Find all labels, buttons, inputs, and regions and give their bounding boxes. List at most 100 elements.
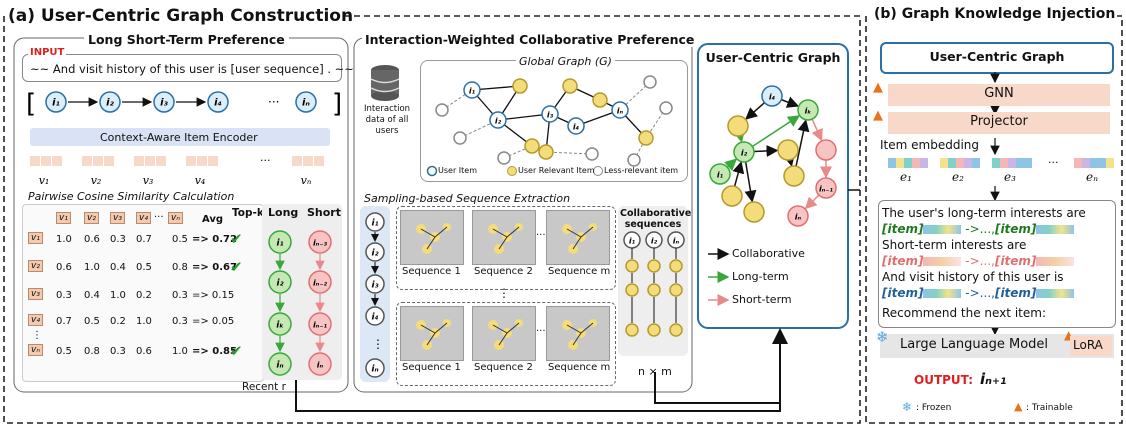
matrix-cell: 0.4	[84, 290, 100, 301]
long-node	[268, 352, 292, 376]
long-short-title: Long Short-Term Preference	[84, 32, 289, 47]
sequence-label: Sequence 2	[474, 266, 533, 277]
output-value: iₙ₊₁	[980, 370, 1007, 388]
seq-column-item	[365, 212, 385, 232]
embedding-cell	[992, 158, 1000, 168]
matrix-cell: 0.6	[84, 234, 100, 245]
frozen-label: : Frozen	[916, 403, 952, 413]
item-bar	[1036, 225, 1075, 234]
matrix-col-header: v₂	[84, 212, 99, 224]
n-by-m: n × m	[638, 365, 672, 378]
node-label: iₙ₋₂	[313, 279, 328, 288]
embedding-cell	[1090, 158, 1098, 168]
node-label: i₃	[547, 111, 554, 120]
collab-item	[647, 283, 661, 297]
collab-item	[669, 323, 683, 337]
ucg-node	[733, 141, 755, 163]
node-label: i₂	[276, 279, 283, 289]
vector-cell	[303, 156, 313, 166]
ucg-node	[797, 99, 819, 121]
node-label: iₙ	[317, 361, 324, 370]
ucg-legend-long: Long-term	[732, 270, 789, 283]
node-label: iₖ	[805, 107, 812, 116]
graph-edge	[545, 151, 593, 155]
node-label: iₙ	[795, 213, 802, 222]
prompt-line2-items: [item] ->...,[item]	[882, 254, 1075, 268]
matrix-avg: => 0.67	[192, 262, 237, 273]
node-label: iₙ	[371, 365, 378, 375]
sequence-item	[153, 91, 175, 113]
node-label: i₃	[160, 98, 168, 109]
ucg-edge	[753, 144, 779, 157]
matrix-cell: 0.2	[136, 290, 152, 301]
ucg-edge	[724, 158, 737, 171]
global-graph-label: Global Graph (G)	[516, 55, 615, 68]
graph-relevant-item	[592, 92, 608, 108]
avg-header: Avg	[202, 214, 224, 225]
database-icon	[370, 65, 400, 101]
matrix-avg: => 0.15	[192, 290, 235, 301]
fire-icon: ▲	[1064, 328, 1074, 342]
collab-item	[669, 259, 683, 273]
embedding-cell	[940, 158, 948, 168]
sequence-label: Sequence 2	[474, 362, 533, 373]
mini-graph	[400, 210, 464, 265]
collab-item	[647, 259, 661, 273]
embedding-cell	[956, 158, 964, 168]
matrix-col-header: vₙ	[168, 212, 183, 224]
matrix-cell: 0.5	[172, 234, 188, 245]
item-tag: [item]	[994, 222, 1037, 236]
fire-icon: ▲	[873, 108, 883, 123]
vector-cell	[134, 156, 144, 166]
graph-legend-icons	[426, 165, 603, 177]
ucg-node	[721, 185, 743, 207]
node-label: i₁	[717, 171, 724, 180]
node-label: i₄	[214, 98, 222, 109]
graph-less-relevant	[497, 151, 511, 165]
graph-less-relevant	[585, 147, 599, 161]
embedding-cell	[1008, 158, 1016, 168]
ucg-edge	[732, 161, 745, 187]
seq-box-top	[396, 206, 616, 290]
node-label: iₙ	[276, 361, 283, 371]
embedding-cell	[948, 158, 956, 168]
matrix-cell: 1.0	[172, 346, 188, 357]
graph-user-item	[489, 111, 507, 129]
ellipsis: ···	[536, 230, 546, 241]
item-tag: [item]	[882, 222, 924, 236]
snowflake-icon: ❄	[902, 400, 913, 414]
collab-item	[647, 323, 661, 337]
ucg-edge	[745, 102, 765, 120]
ucg-legend-arrows	[708, 248, 730, 306]
projector-label: Projector	[970, 114, 1028, 129]
vector-cell	[314, 156, 324, 166]
graph-user-item	[541, 105, 559, 123]
matrix-cell: 0.4	[110, 262, 126, 273]
collab-item	[669, 283, 683, 297]
vertical-dots: ⋮	[498, 286, 510, 300]
node-label: i₂	[651, 237, 658, 246]
ucg-edge	[783, 153, 796, 167]
recent-label: Recent r	[242, 381, 286, 393]
item-tag: [item]	[882, 286, 924, 300]
collab-item	[625, 259, 639, 273]
matrix-cell: 0.6	[136, 346, 152, 357]
prompt-box	[878, 200, 1116, 328]
sequence-label: Sequence 1	[402, 362, 461, 373]
embedding-cell	[896, 158, 904, 168]
matrix-cell: 1.0	[136, 316, 152, 327]
node-label: i₂	[371, 249, 378, 259]
item-tag: [item]	[994, 286, 1037, 300]
embedding-cell	[1082, 158, 1090, 168]
embedding-label: e₂	[952, 170, 964, 184]
sampling-title: Sampling-based Sequence Extraction	[364, 192, 571, 205]
input-tag: INPUT	[28, 47, 67, 58]
matrix-row-header: v₂	[28, 260, 43, 272]
node-label: iₙ	[302, 98, 310, 109]
mini-graph	[546, 210, 610, 265]
matrix-cell: 0.3	[56, 290, 72, 301]
ucg-legend-collab: Collaborative	[732, 247, 805, 260]
sequence-label: Sequence m	[548, 266, 611, 277]
